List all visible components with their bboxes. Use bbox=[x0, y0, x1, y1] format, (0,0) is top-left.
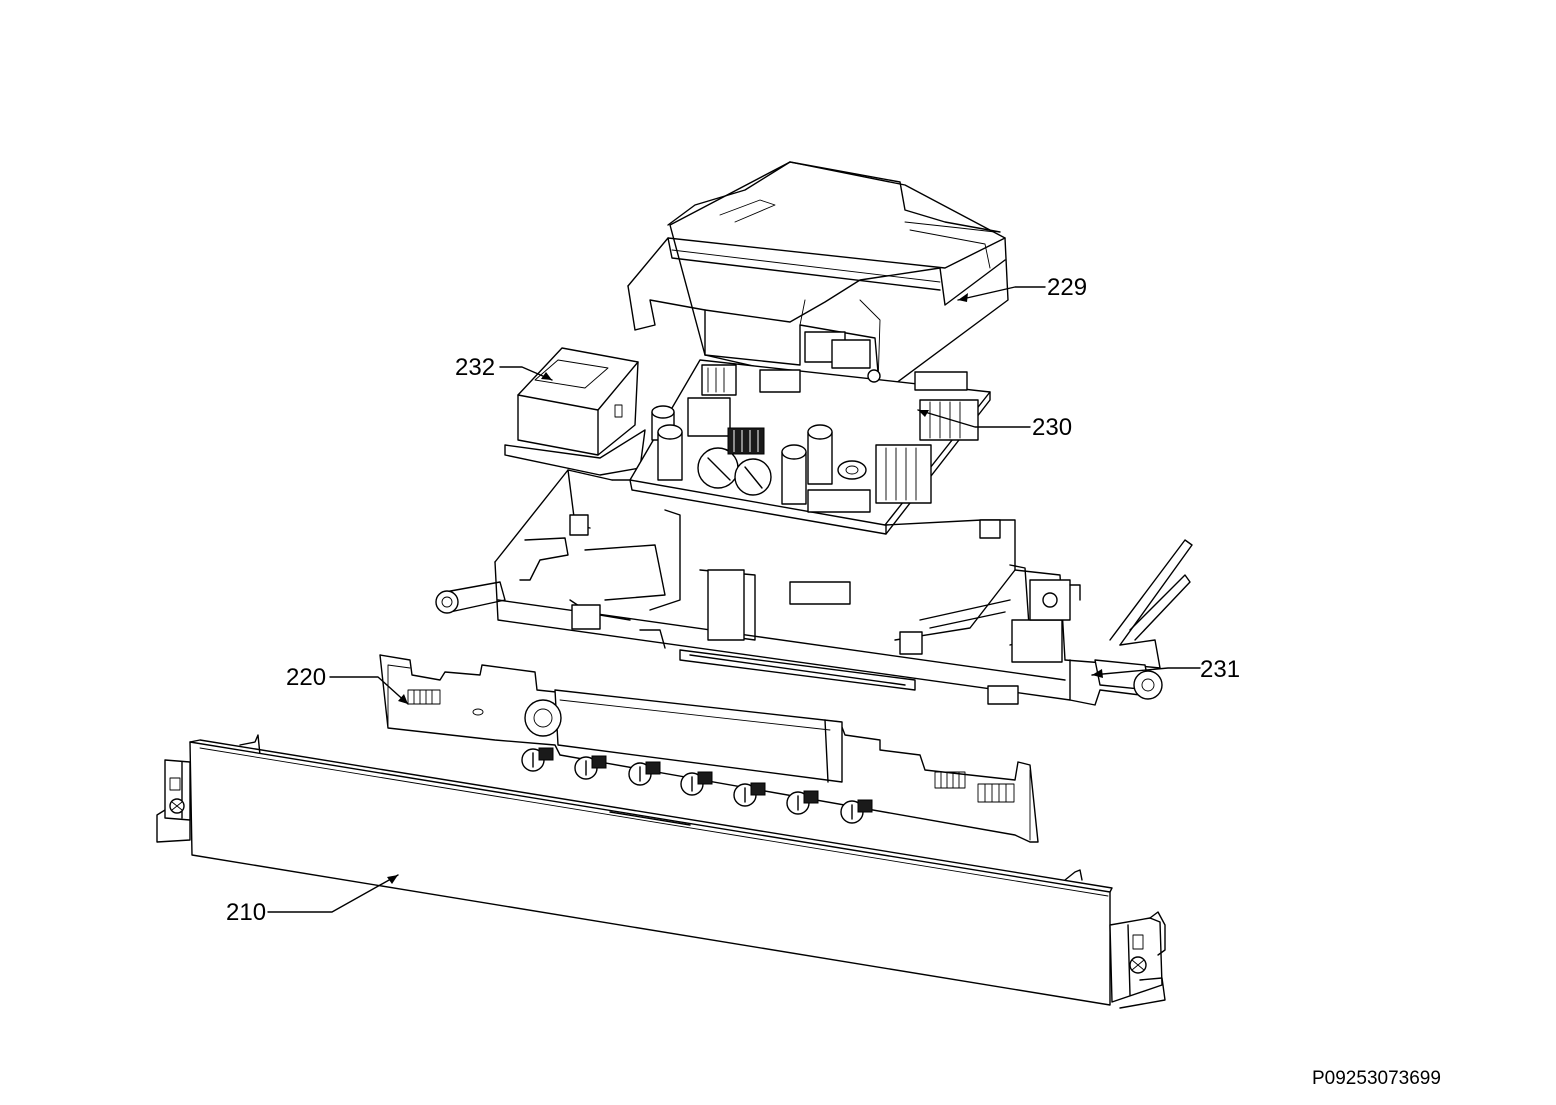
callout-210: 210 bbox=[226, 899, 266, 926]
callout-231: 231 bbox=[1200, 656, 1240, 683]
part-232-transformer bbox=[504, 347, 646, 476]
part-229-cover bbox=[627, 161, 1009, 396]
callout-220: 220 bbox=[286, 664, 326, 691]
reference-code: P09253073699 bbox=[1312, 1068, 1441, 1089]
leader-lines bbox=[267, 286, 1201, 913]
part-210-front-panel bbox=[156, 734, 1166, 1009]
push-buttons bbox=[521, 747, 873, 824]
chassis-frame bbox=[435, 469, 1193, 706]
part-220-control-board bbox=[379, 654, 1039, 843]
callout-232: 232 bbox=[455, 354, 495, 381]
part-230-pcb bbox=[629, 359, 991, 535]
callout-229: 229 bbox=[1047, 274, 1087, 301]
callout-230: 230 bbox=[1032, 414, 1072, 441]
